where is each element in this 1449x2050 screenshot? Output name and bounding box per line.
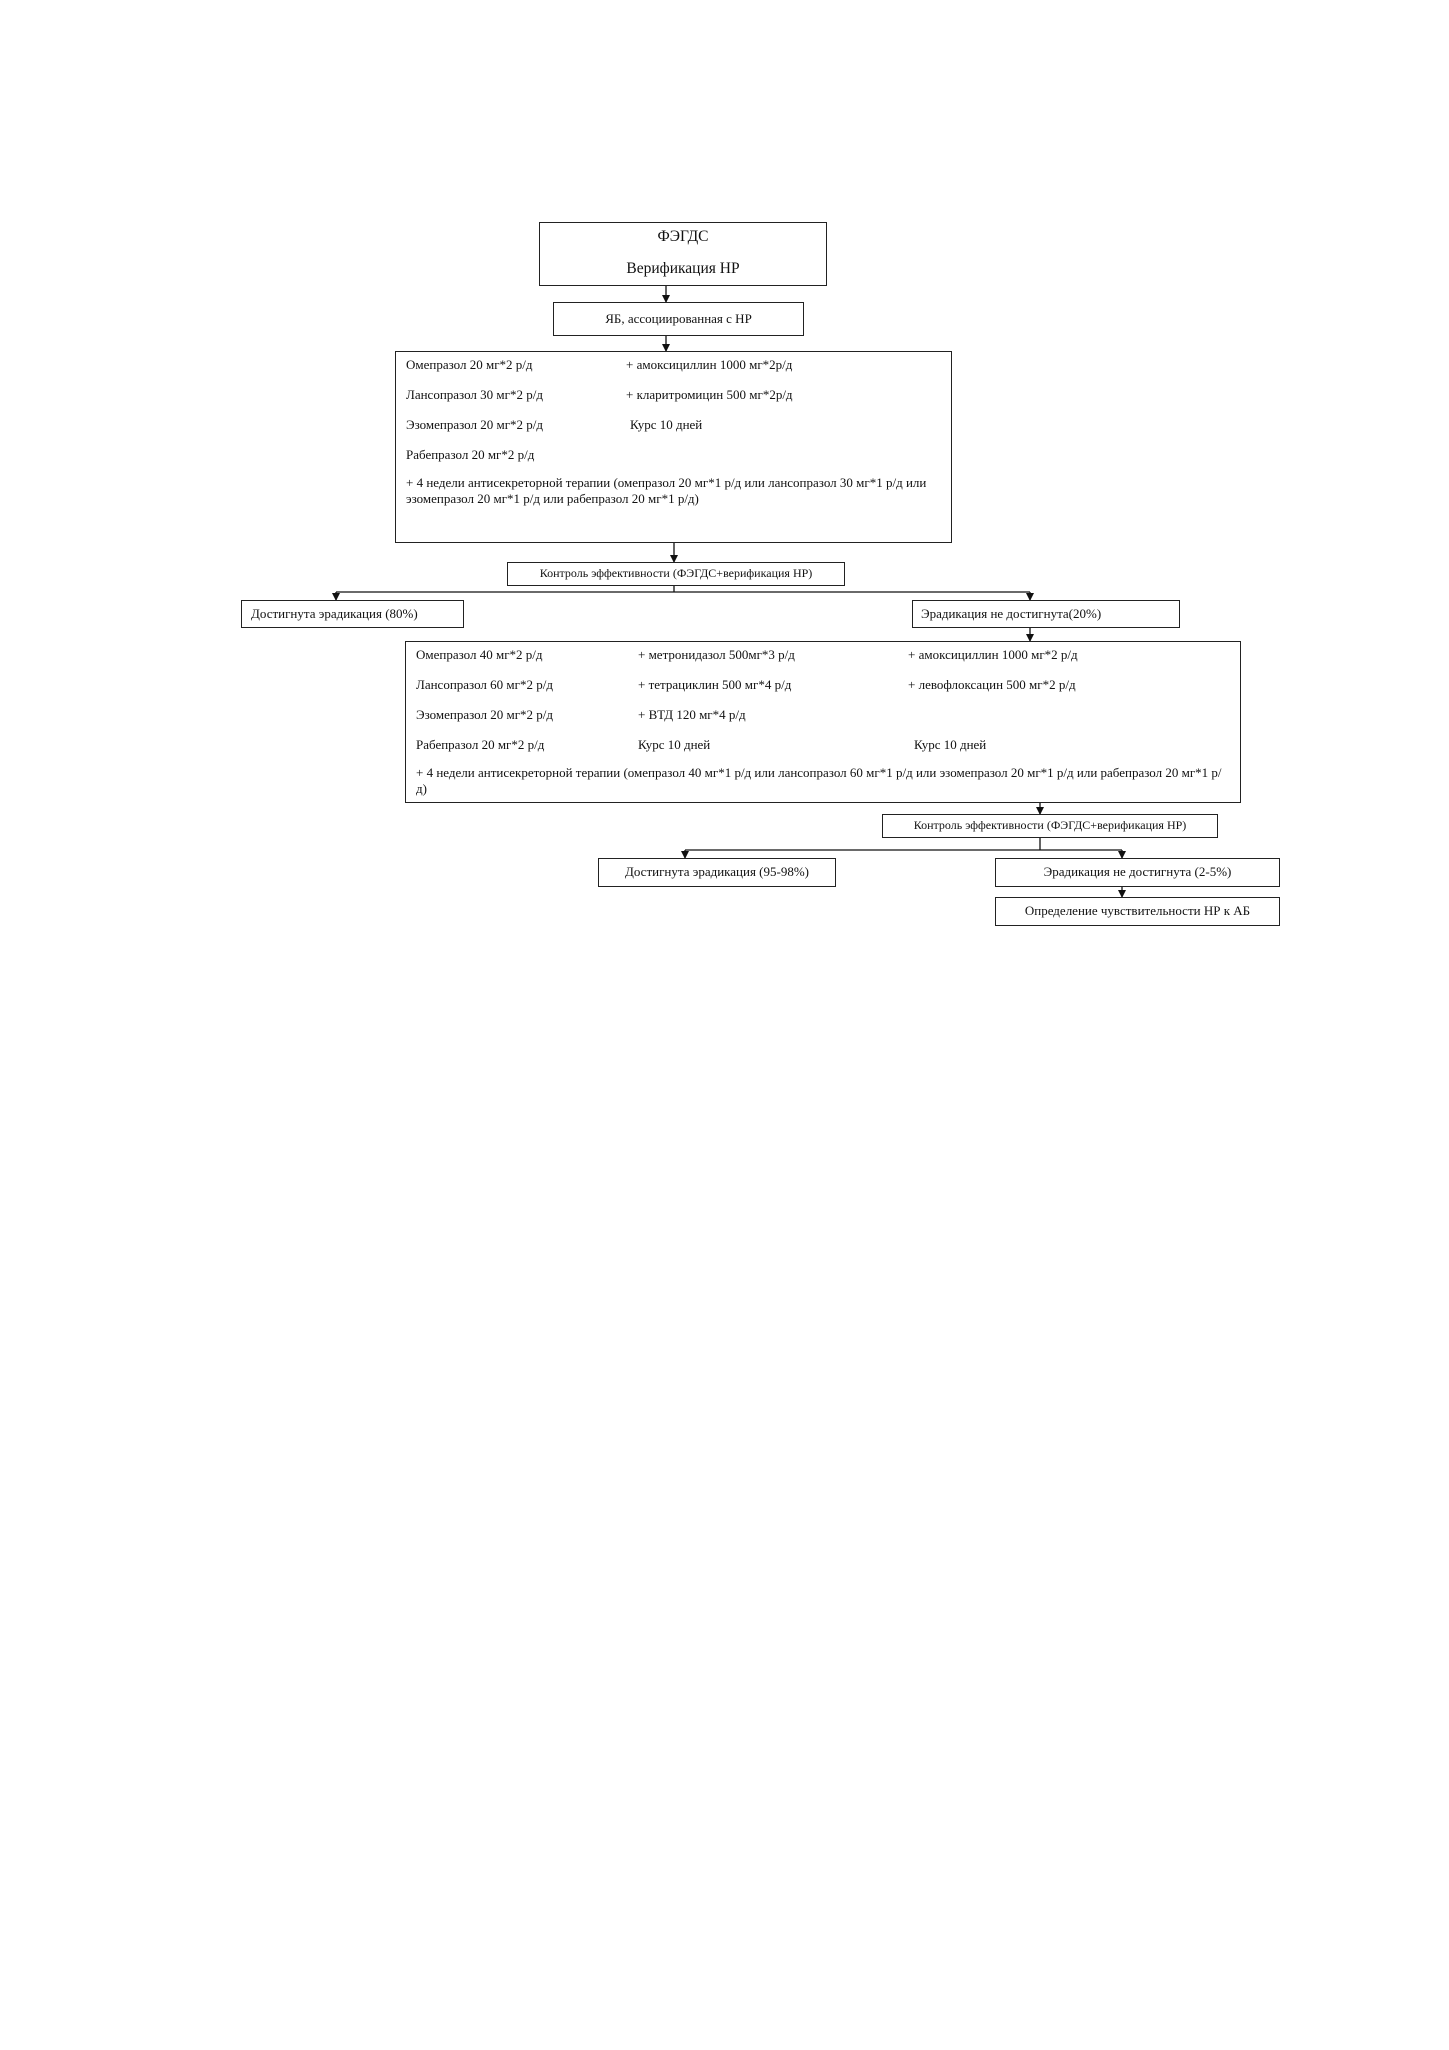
first-line-ppi-item: Омепразол 20 мг*2 р/д bbox=[406, 357, 533, 372]
first-line-antibiotic-item: + кларитромицин 500 мг*2р/д bbox=[626, 387, 793, 402]
final-label: Определение чувствительности НР к АБ bbox=[1024, 903, 1251, 918]
start-box: ФЭГДС Верификация НР bbox=[539, 222, 827, 286]
first-line-maintenance: + 4 недели антисекреторной терапии (омеп… bbox=[406, 475, 927, 506]
second-line-option-a-item: + ВТД 120 мг*4 р/д bbox=[638, 707, 746, 722]
second-line-therapy-box: Омепразол 40 мг*2 р/д Лансопразол 60 мг*… bbox=[405, 641, 1241, 803]
control-1-label: Контроль эффективности (ФЭГДС+верификаци… bbox=[539, 566, 813, 580]
diagnosis-label: ЯБ, ассоциированная с НР bbox=[605, 311, 752, 326]
failure-2-box: Эрадикация не достигнута (2-5%) bbox=[995, 858, 1280, 887]
success-2-label: Достигнута эрадикация (95-98%) bbox=[624, 864, 810, 879]
success-2-box: Достигнута эрадикация (95-98%) bbox=[598, 858, 836, 887]
first-line-antibiotic-item: + амоксициллин 1000 мг*2р/д bbox=[626, 357, 793, 372]
control-2-box: Контроль эффективности (ФЭГДС+верификаци… bbox=[882, 814, 1218, 838]
control-2-label: Контроль эффективности (ФЭГДС+верификаци… bbox=[913, 818, 1187, 832]
second-line-ppi-item: Эзомепразол 20 мг*2 р/д bbox=[416, 707, 554, 722]
first-line-ppi-item: Эзомепразол 20 мг*2 р/д bbox=[406, 417, 544, 432]
final-box: Определение чувствительности НР к АБ bbox=[995, 897, 1280, 926]
control-1-box: Контроль эффективности (ФЭГДС+верификаци… bbox=[507, 562, 845, 586]
second-line-maintenance: + 4 недели антисекреторной терапии (омеп… bbox=[416, 765, 1222, 796]
second-line-ppi-item: Рабепразол 20 мг*2 р/д bbox=[416, 737, 545, 752]
success-1-label: Достигнута эрадикация (80%) bbox=[251, 606, 418, 621]
start-subtitle: Верификация НР bbox=[626, 260, 740, 277]
first-line-course: Курс 10 дней bbox=[630, 417, 703, 432]
diagnosis-box: ЯБ, ассоциированная с НР bbox=[553, 302, 804, 336]
failure-2-label: Эрадикация не достигнута (2-5%) bbox=[1043, 864, 1232, 879]
second-line-ppi-item: Омепразол 40 мг*2 р/д bbox=[416, 647, 543, 662]
second-line-ppi-item: Лансопразол 60 мг*2 р/д bbox=[416, 677, 553, 692]
failure-1-label: Эрадикация не достигнута(20%) bbox=[921, 606, 1102, 621]
second-line-option-b-item: + левофлоксацин 500 мг*2 р/д bbox=[908, 677, 1076, 692]
second-line-option-b-course: Курс 10 дней bbox=[914, 737, 987, 752]
failure-1-box: Эрадикация не достигнута(20%) bbox=[912, 600, 1180, 628]
start-title: ФЭГДС bbox=[657, 228, 709, 245]
second-line-option-a-item: + тетрациклин 500 мг*4 р/д bbox=[638, 677, 792, 692]
success-1-box: Достигнута эрадикация (80%) bbox=[241, 600, 464, 628]
second-line-option-a-item: + метронидазол 500мг*3 р/д bbox=[638, 647, 795, 662]
first-line-ppi-item: Рабепразол 20 мг*2 р/д bbox=[406, 447, 535, 462]
first-line-ppi-item: Лансопразол 30 мг*2 р/д bbox=[406, 387, 543, 402]
first-line-therapy-box: Омепразол 20 мг*2 р/д Лансопразол 30 мг*… bbox=[395, 351, 952, 543]
second-line-option-a-course: Курс 10 дней bbox=[638, 737, 711, 752]
second-line-option-b-item: + амоксициллин 1000 мг*2 р/д bbox=[908, 647, 1078, 662]
